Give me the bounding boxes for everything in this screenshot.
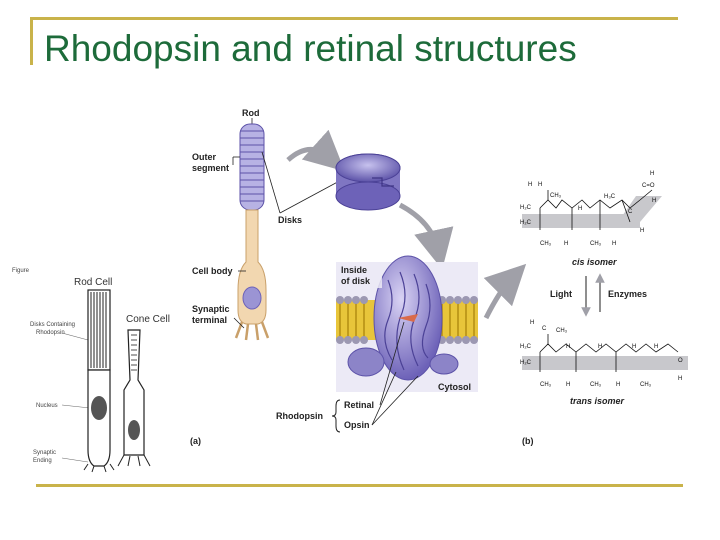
svg-text:H₃C: H₃C [604,194,616,200]
svg-text:C=O: C=O [642,183,655,189]
svg-text:CH₃: CH₃ [590,382,602,388]
rod-cell-label: Rod Cell [74,277,112,288]
svg-text:H: H [612,241,616,247]
frame-top-rule [30,17,678,20]
svg-text:H: H [632,344,636,350]
arrow-to-membrane [398,202,454,270]
svg-text:CH₃: CH₃ [590,241,602,247]
svg-text:H₂C: H₂C [520,344,532,350]
svg-text:CH₃: CH₃ [556,328,568,334]
svg-text:H: H [652,198,656,204]
svg-text:H: H [566,382,570,388]
rhodopsin-label: Rhodopsin [276,411,323,421]
opsin-label: Opsin [344,420,370,430]
nucleus-label: Nucleus [36,403,58,409]
cytosol-label: Cytosol [438,382,471,392]
rhodopsin-legend: Rhodopsin Retinal Opsin [276,321,419,433]
svg-text:H₂C: H₂C [520,205,532,211]
rod-label: Rod [242,108,260,118]
svg-text:C: C [542,326,547,332]
panel-b-letter: (b) [522,436,534,446]
rod-cone-drawing: Figure Rod Cell Cone Cell Disks Containi… [12,268,170,473]
light-label: Light [550,289,572,299]
svg-text:C: C [628,209,633,215]
panel-a-letter: (a) [190,436,201,446]
svg-text:H: H [616,382,620,388]
arrow-to-disk [286,129,345,172]
svg-text:CH₃: CH₃ [640,382,652,388]
svg-text:H: H [654,344,658,350]
frame-left-rule [30,17,33,65]
svg-text:CH₃: CH₃ [540,382,552,388]
svg-text:CH₃: CH₃ [540,241,552,247]
arrow-to-isomers [483,263,527,320]
svg-text:CH₃: CH₃ [550,193,562,199]
disks-label: Disks [278,215,302,225]
figure-tag: Figure [12,268,30,274]
frame-bottom-rule [36,484,683,487]
svg-text:H₂C: H₂C [520,220,532,226]
svg-text:H: H [640,228,644,234]
cis-isomer-label: cis isomer [572,257,617,267]
trans-isomer-label: trans isomer [570,396,625,406]
disk-closeup [335,153,401,211]
enzymes-label: Enzymes [608,289,647,299]
svg-text:O: O [678,358,683,364]
cone-cell-label: Cone Cell [126,314,170,325]
cell-body-label: Cell body [192,266,233,276]
svg-text:H: H [528,182,532,188]
retinal-label: Retinal [344,400,374,410]
svg-text:H: H [578,206,582,212]
svg-text:H: H [678,376,682,382]
svg-text:H: H [564,241,568,247]
slide-title: Rhodopsin and retinal structures [44,28,577,69]
svg-text:H: H [598,344,602,350]
svg-text:H: H [538,182,542,188]
svg-text:H: H [566,344,570,350]
svg-text:H: H [650,171,654,177]
svg-text:H: H [530,320,534,326]
svg-text:H₂C: H₂C [520,360,532,366]
rod-disk-stack [239,123,265,211]
